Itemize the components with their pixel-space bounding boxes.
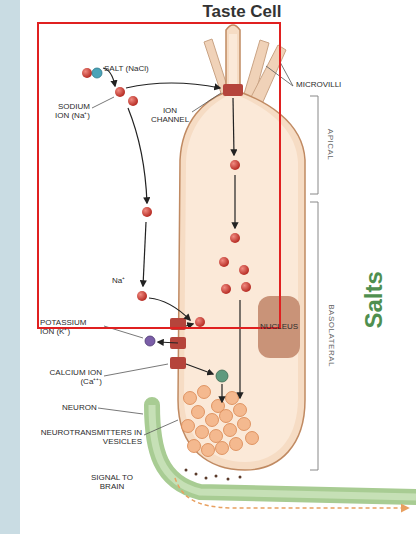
sodium-ions	[115, 87, 251, 327]
vesicle	[220, 410, 233, 423]
category-label: Salts	[360, 271, 388, 328]
vesicle	[198, 386, 211, 399]
neuron-highlight	[152, 405, 416, 497]
part-label: NUCLEUS	[260, 322, 298, 331]
vesicle	[184, 392, 197, 405]
vesicle	[234, 404, 247, 417]
vesicle	[192, 406, 205, 419]
vesicles	[182, 386, 259, 457]
vesicle	[210, 430, 223, 443]
vesicle	[196, 426, 209, 439]
vesicle	[224, 424, 237, 437]
vesicle	[238, 418, 251, 431]
title: Taste Cell	[202, 2, 281, 22]
released-neurotransmitters	[185, 469, 242, 481]
ion-channel	[223, 84, 243, 96]
region-brackets	[310, 96, 318, 470]
ion-label: Na⁺	[112, 276, 125, 285]
part-label: NEURON	[62, 403, 97, 412]
vesicle	[216, 442, 229, 455]
channel-label: ION CHANNEL	[148, 106, 192, 124]
leader-lines	[92, 62, 293, 435]
taste-cell	[178, 25, 305, 470]
vesicle	[230, 438, 243, 451]
vesicle	[246, 432, 259, 445]
potassium-ion	[145, 336, 155, 346]
chloride-ion	[92, 68, 102, 78]
vesicle	[226, 392, 239, 405]
signal-label: SIGNAL TO BRAIN	[87, 473, 137, 491]
neuron	[152, 405, 416, 497]
ion-label: CALCIUM ION (Ca⁺⁺)	[48, 368, 102, 386]
ion-label: POTASSIUM ION (K⁺)	[40, 318, 102, 336]
calcium-ion	[216, 370, 228, 382]
vesicle	[182, 420, 195, 433]
flow-arrows	[103, 68, 240, 402]
signal-arrow	[175, 478, 408, 508]
vesicle	[202, 444, 215, 457]
region-label: BASOLATERAL	[326, 305, 335, 368]
sodium-ion	[82, 68, 92, 78]
basolateral-channels	[170, 318, 186, 369]
vesicle	[206, 414, 219, 427]
vesicle	[188, 440, 201, 453]
ion-label: SODIUM ION (Na⁺)	[44, 102, 90, 120]
part-label: NEUROTRANSMITTERS IN VESICLES	[36, 428, 142, 446]
salt-label: SALT (NaCl)	[104, 64, 149, 73]
side-strip	[0, 0, 20, 534]
region-label: APICAL	[326, 129, 335, 160]
highlight-rectangle	[38, 23, 280, 328]
part-label: MICROVILLI	[296, 80, 341, 89]
